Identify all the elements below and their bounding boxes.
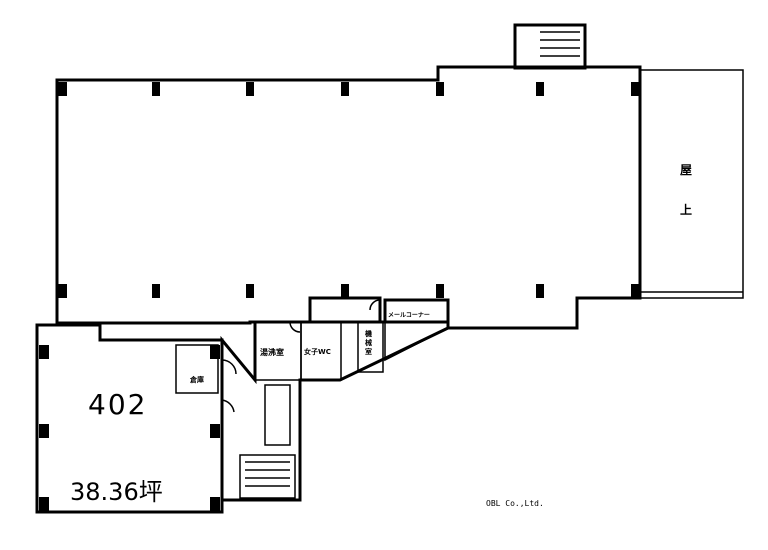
roof-stairs <box>540 31 580 57</box>
storage-label: 倉庫 <box>190 376 204 384</box>
unit-area: 38.36坪 <box>70 478 163 506</box>
storage-closet <box>175 344 219 394</box>
womens-wc-room <box>300 321 342 381</box>
mail-corner-room <box>384 299 449 362</box>
mail-corner-label: メールコーナー <box>388 312 430 319</box>
machine-room-label: 機械室 <box>365 330 372 356</box>
terrace-outline <box>640 69 744 299</box>
stairs <box>245 461 290 487</box>
unit-number: 402 <box>88 388 148 421</box>
terrace-label: 屋上 <box>680 163 693 217</box>
company-credit: OBL Co.,Ltd. <box>486 499 544 508</box>
restroom-block <box>264 384 291 446</box>
structural-columns <box>39 82 640 511</box>
womens-wc-label: 女子WC <box>304 348 331 356</box>
door-swings <box>221 299 381 413</box>
roof-stair-box <box>513 23 587 70</box>
kitchenette-label: 湯沸室 <box>260 348 284 357</box>
stairs-room <box>239 454 296 499</box>
machine-room <box>357 321 384 373</box>
